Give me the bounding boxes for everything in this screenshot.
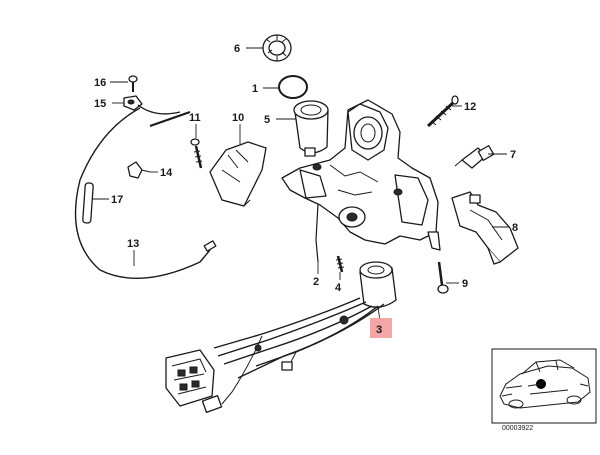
part-12-spring-pin <box>426 95 459 128</box>
part-16-screw <box>128 75 138 92</box>
part-1-o-ring <box>278 75 308 99</box>
callout-6: 6 <box>234 43 240 55</box>
callout-17: 17 <box>111 194 123 206</box>
steering-lock-housing <box>281 99 441 251</box>
callout-1: 1 <box>252 83 258 95</box>
part-14-clip <box>127 161 151 179</box>
callout-3: 3 <box>376 324 382 336</box>
harness-connector-block <box>165 349 215 407</box>
callout-4: 4 <box>335 282 342 294</box>
callout-9: 9 <box>462 278 468 290</box>
drawing-reference-code: 00003922 <box>502 425 533 432</box>
callout-2: 2 <box>313 276 319 288</box>
callout-7: 7 <box>510 149 516 161</box>
part-3-ignition-switch-harness <box>201 261 397 414</box>
part-10-cover <box>209 141 267 207</box>
callout-15: 15 <box>94 98 106 110</box>
part-17-sleeve <box>82 182 94 224</box>
callout-5: 5 <box>264 114 270 126</box>
part-5-lock-cylinder <box>293 100 329 157</box>
part-15-cable-clamp <box>123 95 143 111</box>
callout-10: 10 <box>232 112 244 124</box>
car-outline <box>499 359 591 409</box>
callout-16: 16 <box>94 77 106 89</box>
callout-11: 11 <box>189 112 201 124</box>
callout-labels: 6 1 5 12 7 8 9 2 4 3 10 11 14 16 15 17 1… <box>94 43 518 338</box>
part-4-small-screw <box>335 255 345 273</box>
part-6-knurled-ring <box>262 34 292 62</box>
callout-13: 13 <box>127 238 139 250</box>
part-8-bracket <box>451 191 519 265</box>
part-9-screw <box>437 261 449 294</box>
vehicle-locator-inset: 00003922 <box>491 348 597 432</box>
part-11-screw <box>190 138 203 169</box>
part-13-cable <box>74 104 217 279</box>
callout-8: 8 <box>512 222 518 234</box>
callout-12: 12 <box>464 101 476 113</box>
part-2-lever <box>315 203 319 263</box>
callout-14: 14 <box>160 167 173 179</box>
highlight-box <box>370 318 392 338</box>
part-7-switch-plug <box>454 145 495 169</box>
